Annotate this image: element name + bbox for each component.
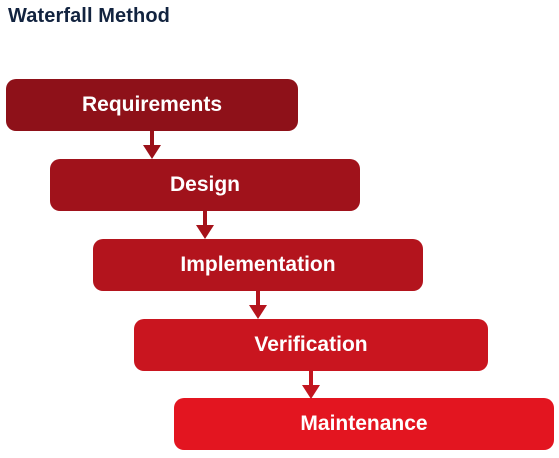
diagram-title: Waterfall Method (8, 5, 170, 27)
stage-label: Design (169, 173, 240, 196)
down-arrow-icon (143, 131, 161, 159)
down-arrow-icon (196, 211, 214, 239)
down-arrow-icon (249, 291, 267, 319)
stage-label: Implementation (180, 253, 336, 276)
stage-implementation: Implementation (93, 239, 423, 291)
stage-requirements: Requirements (6, 79, 298, 131)
stage-label: Verification (254, 333, 368, 356)
stage-label: Maintenance (300, 412, 428, 435)
down-arrow-icon (302, 371, 320, 399)
stage-label: Requirements (81, 93, 223, 116)
stage-verification: Verification (134, 319, 488, 371)
stage-design: Design (50, 159, 360, 211)
stage-maintenance: Maintenance (174, 398, 554, 450)
